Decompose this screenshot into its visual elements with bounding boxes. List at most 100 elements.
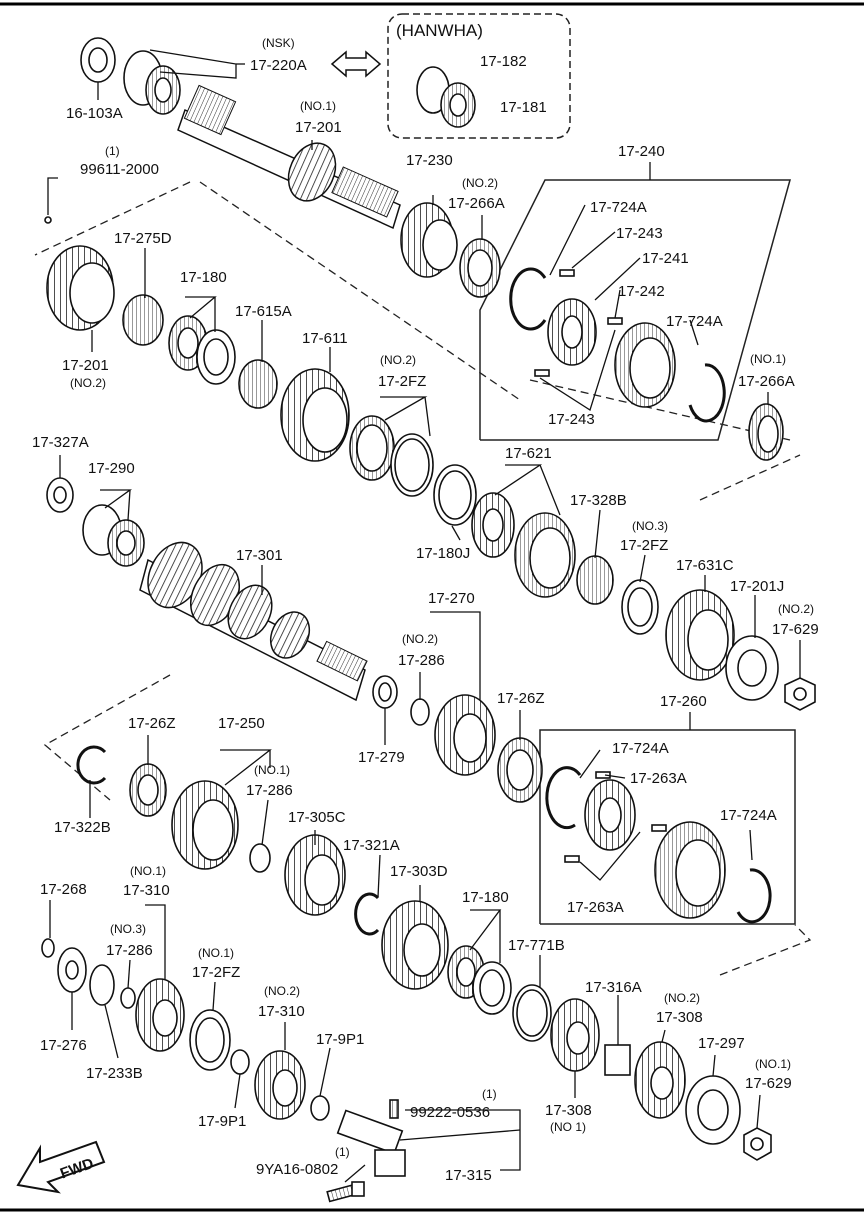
label-no3: (NO.3) (632, 519, 668, 533)
label-17-260: 17-260 (660, 693, 707, 710)
label-17-611: 17-611 (302, 330, 348, 347)
label-no1: (NO.1) (198, 946, 234, 960)
label-17-297: 17-297 (698, 1035, 745, 1052)
fwd-arrow (16, 1140, 106, 1194)
sync-240-parts (509, 267, 726, 423)
label-no2: (NO.2) (264, 984, 300, 998)
label-no1: (NO 1) (550, 1120, 586, 1134)
label-17-308: 17-308 (656, 1009, 703, 1026)
label-17-240: 17-240 (618, 143, 665, 160)
label-17-308: 17-308 (545, 1102, 592, 1119)
sync-box-240 (479, 179, 791, 441)
label-17-243: 17-243 (548, 411, 595, 428)
parts-row-3 (46, 477, 816, 711)
label-17-241: 17-241 (642, 250, 689, 267)
label-17-629: 17-629 (745, 1075, 792, 1092)
leader-lines (47, 49, 801, 1183)
label-16-103a: 16-103A (66, 105, 123, 122)
shift-fork-315 (326, 1099, 406, 1203)
label-17-230: 17-230 (406, 152, 453, 169)
label-no1: (NO.1) (300, 99, 336, 113)
input-shaft (177, 84, 401, 230)
label-17-9p1: 17-9P1 (316, 1031, 364, 1048)
label-17-201j: 17-201J (730, 578, 784, 595)
label-qty-1: (1) (482, 1087, 497, 1101)
label-no3: (NO.3) (110, 922, 146, 936)
label-no2: (NO.2) (462, 176, 498, 190)
hanwha-box (387, 13, 571, 139)
label-17-321a: 17-321A (343, 837, 400, 854)
label-17-279: 17-279 (358, 749, 405, 766)
label-17-286: 17-286 (106, 942, 153, 959)
label-no1: (NO.1) (755, 1057, 791, 1071)
label-17-621: 17-621 (505, 445, 552, 462)
label-17-263a: 17-263A (630, 770, 687, 787)
label-17-268: 17-268 (40, 881, 87, 898)
label-qty-1: (1) (105, 144, 120, 158)
sync-box-260 (539, 729, 796, 925)
label-no1: (NO.1) (254, 763, 290, 777)
label-no2: (NO.2) (664, 991, 700, 1005)
label-17-322b: 17-322B (54, 819, 111, 836)
label-17-266a: 17-266A (448, 195, 505, 212)
label-17-724a: 17-724A (612, 740, 669, 757)
label-17-327a: 17-327A (32, 434, 89, 451)
label-no1: (NO.1) (750, 352, 786, 366)
label-17-316a: 17-316A (585, 979, 642, 996)
sync-260-parts (545, 766, 772, 924)
label-17-771b: 17-771B (508, 937, 565, 954)
label-17-631c: 17-631C (676, 557, 734, 574)
label-17-201: 17-201 (295, 119, 342, 136)
label-99611-2000: 99611-2000 (80, 161, 159, 178)
label-17-276: 17-276 (40, 1037, 87, 1054)
label-17-220a: 17-220A (250, 57, 307, 74)
label-17-250: 17-250 (218, 715, 265, 732)
label-17-275d: 17-275D (114, 230, 172, 247)
label-no2: (NO.2) (402, 632, 438, 646)
label-17-266a: 17-266A (738, 373, 795, 390)
label-17-2fz: 17-2FZ (620, 537, 668, 554)
label-17-2fz: 17-2FZ (192, 964, 240, 981)
part-labels: 16-103A (NSK) 17-220A (HANWHA) 17-182 17… (32, 21, 819, 1184)
label-17-629: 17-629 (772, 621, 819, 638)
label-17-303d: 17-303D (390, 863, 448, 880)
label-17-615a: 17-615A (235, 303, 292, 320)
label-no2: (NO.2) (778, 602, 814, 616)
label-17-290: 17-290 (88, 460, 135, 477)
label-99222-0536: 99222-0536 (410, 1104, 490, 1121)
label-17-182: 17-182 (480, 53, 527, 70)
label-nsk: (NSK) (262, 36, 295, 50)
label-qty-1: (1) (335, 1145, 350, 1159)
label-17-286: 17-286 (246, 782, 293, 799)
label-17-310: 17-310 (123, 882, 170, 899)
label-17-724a: 17-724A (666, 313, 723, 330)
label-17-328b: 17-328B (570, 492, 627, 509)
label-17-286: 17-286 (398, 652, 445, 669)
label-17-181: 17-181 (500, 99, 547, 116)
label-17-9p1: 17-9P1 (198, 1113, 246, 1130)
label-17-180: 17-180 (462, 889, 509, 906)
label-17-180j: 17-180J (416, 545, 470, 562)
parts-row-4 (76, 675, 543, 990)
label-17-315: 17-315 (445, 1167, 492, 1184)
label-17-724a: 17-724A (590, 199, 647, 216)
label-no1: (NO.1) (130, 864, 166, 878)
main-shaft (139, 541, 368, 702)
label-17-233b: 17-233B (86, 1065, 143, 1082)
label-17-26z: 17-26Z (497, 690, 545, 707)
label-9ya16-0802: 9YA16-0802 (256, 1161, 338, 1178)
label-17-263a: 17-263A (567, 899, 624, 916)
label-17-26z: 17-26Z (128, 715, 176, 732)
label-17-201: 17-201 (62, 357, 109, 374)
label-17-305c: 17-305C (288, 809, 346, 826)
label-no2: (NO.2) (70, 376, 106, 390)
label-17-243: 17-243 (616, 225, 663, 242)
label-17-2fz: 17-2FZ (378, 373, 426, 390)
label-17-270: 17-270 (428, 590, 475, 607)
label-no2: (NO.2) (380, 353, 416, 367)
label-17-310: 17-310 (258, 1003, 305, 1020)
parts-row-5 (41, 938, 772, 1161)
label-17-242: 17-242 (618, 283, 665, 300)
